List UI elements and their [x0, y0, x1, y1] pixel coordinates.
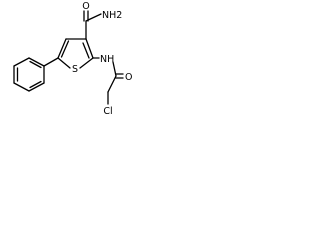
phenyl-thiophene-bond — [43, 57, 59, 67]
carbonyl-ch2-bond — [107, 75, 117, 93]
thiophene-double-bond — [60, 40, 70, 58]
phenyl-bond — [28, 82, 45, 92]
atom-label-nh: NH — [100, 54, 114, 65]
thiophene-bond — [57, 38, 67, 59]
phenyl-ring — [13, 57, 45, 92]
thiophene-bond — [79, 57, 94, 69]
thiophene-ring — [57, 38, 94, 69]
chemical-structure-diagram: O NH2 S NH O Cl — [13, 1, 132, 117]
atom-label-chlorine: Cl — [103, 106, 112, 117]
atom-label-sulfur: S — [72, 64, 78, 75]
thiophene-bond — [85, 38, 94, 59]
phenyl-double-bond — [29, 80, 42, 89]
thiophene-bond — [57, 57, 71, 69]
atom-label-oxygen: O — [125, 72, 132, 83]
chloroacetamide-group — [92, 57, 124, 105]
phenyl-bond — [28, 57, 45, 67]
carboxamide-group — [83, 10, 102, 40]
atom-label-oxygen: O — [82, 1, 89, 12]
thiophene-double-bond — [82, 42, 90, 59]
carbonyl-amine-bond — [85, 13, 102, 22]
phenyl-bond — [13, 57, 30, 67]
phenyl-double-bond — [29, 60, 42, 69]
atom-label-nh2: NH2 — [102, 10, 122, 21]
phenyl-bond — [13, 82, 30, 92]
